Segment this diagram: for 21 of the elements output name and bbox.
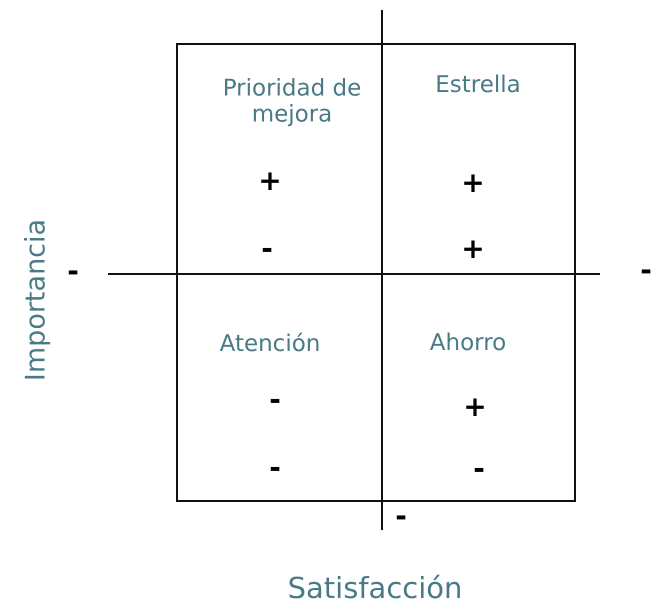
axis-sign: - [67, 254, 79, 288]
quadrant-title: Estrella [434, 72, 522, 98]
quadrant-title: Atención [218, 330, 322, 358]
sign-symbol: - [269, 384, 281, 416]
axis-sign: - [395, 500, 407, 532]
sign-symbol: - [261, 232, 273, 266]
axis-title: Satisfacción [288, 571, 462, 603]
quadrant-box [381, 273, 576, 502]
sign-symbol: + [461, 166, 485, 200]
sign-symbol: - [473, 452, 485, 486]
quadrant-title: Ahorro [428, 330, 508, 356]
sign-symbol: + [463, 390, 487, 424]
sign-symbol: + [258, 164, 282, 198]
quadrant-title: Prioridad de mejora [222, 76, 362, 128]
quadrant-box [176, 43, 383, 275]
sign-symbol: - [269, 452, 281, 484]
axis-sign: - [640, 254, 652, 286]
sign-symbol: + [461, 232, 485, 266]
quadrant-box [176, 273, 383, 502]
quadrant-box [381, 43, 576, 275]
axis-title: Importancia [20, 218, 52, 382]
